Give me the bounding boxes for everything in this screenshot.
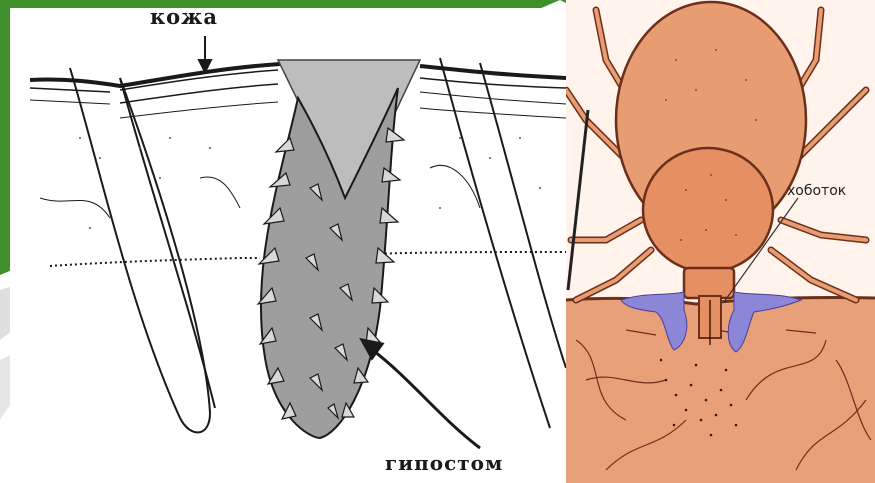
- proboscis-label: хоботок: [787, 183, 846, 199]
- skin-label: кожа: [150, 4, 218, 29]
- tick-capitulum: [684, 268, 734, 298]
- tick-figure: [566, 0, 875, 483]
- tick-drawing: [566, 0, 875, 483]
- hypostome-figure: [10, 8, 566, 478]
- hypostome-drawing: [10, 8, 566, 478]
- tick-scutum: [643, 148, 773, 272]
- hypostome-label: гипостом: [385, 451, 503, 475]
